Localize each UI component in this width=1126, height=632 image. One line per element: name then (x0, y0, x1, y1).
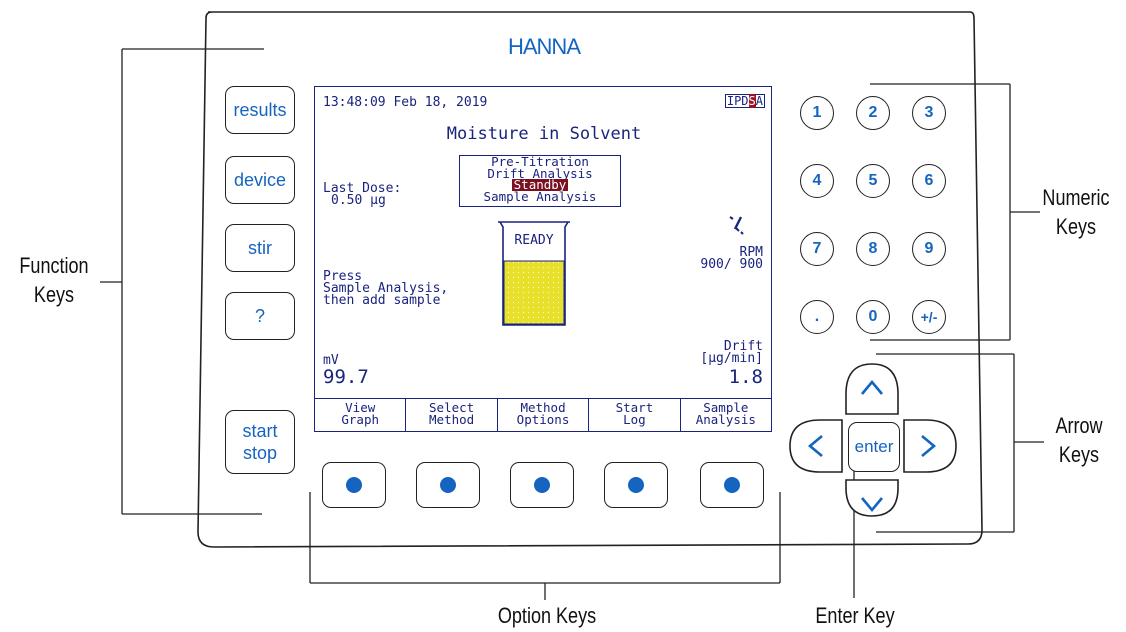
softkey-start-log: Start Log (588, 399, 679, 431)
mode-drift-analysis: Drift Analysis (487, 165, 593, 181)
last-dose-label: Last Dose: (323, 181, 402, 196)
stirrer-icon (729, 216, 744, 235)
rpm-value: 900/ 900 (700, 257, 763, 272)
indicator-prefix: IPD (726, 94, 749, 108)
left-arrow-button[interactable] (789, 419, 843, 473)
drift-label: Drift (723, 339, 763, 354)
numeric-key-3[interactable]: 3 (912, 96, 946, 130)
numeric-key-2[interactable]: 2 (856, 96, 890, 130)
option-keys-callout: Option Keys (497, 603, 597, 628)
chevron-down-icon (861, 497, 883, 513)
function-keys-callout: Function Keys (15, 252, 94, 309)
option-key-5[interactable] (700, 462, 764, 508)
numeric-key-4[interactable]: 4 (800, 164, 834, 198)
softkey-method-options: Method Options (496, 399, 588, 431)
instruction-line-2: Sample Analysis, (323, 281, 449, 296)
stop-label: stop (242, 443, 278, 463)
option-key-2[interactable] (416, 462, 480, 508)
option-key-3[interactable] (510, 462, 574, 508)
mv-value: 99.7 (323, 366, 369, 388)
lcd-title: Moisture in Solvent (446, 124, 642, 144)
callout-line: Numeric (1042, 185, 1110, 210)
up-arrow-button[interactable] (845, 363, 899, 415)
enter-button[interactable]: enter (848, 422, 900, 472)
start-stop-button[interactable]: start stop (225, 410, 295, 474)
softkey-sample-analysis: Sample Analysis (679, 399, 771, 431)
mode-pre-titration: Pre-Titration (491, 154, 589, 169)
option-key-dot (724, 477, 740, 493)
instruction-line-1: Press (323, 269, 363, 284)
callout-line: Keys (1055, 213, 1097, 239)
plus-minus-key[interactable]: +/- (912, 300, 946, 334)
mode-list: Pre-Titration Drift Analysis Standby Sam… (459, 155, 621, 207)
drift-unit: [µg/min] (700, 351, 763, 366)
numeric-key-0[interactable]: 0 (856, 300, 890, 334)
numeric-key-7[interactable]: 7 (800, 232, 834, 266)
arrow-keys-callout: Arrow Keys (1042, 412, 1116, 469)
results-button[interactable]: results (225, 86, 295, 134)
callout-line: Function (19, 253, 89, 278)
instruction-line-3: then add sample (323, 293, 441, 308)
indicator-highlight: S (748, 94, 756, 108)
option-key-dot (534, 477, 550, 493)
lcd-screen: 13:48:09 Feb 18, 2019 IPDSA Moisture in … (314, 86, 772, 432)
numeric-key-8[interactable]: 8 (856, 232, 890, 266)
numeric-key-1[interactable]: 1 (800, 96, 834, 130)
start-label: start (242, 420, 278, 441)
callout-line: Keys (33, 281, 75, 307)
option-key-dot (346, 477, 362, 493)
help-button[interactable]: ? (225, 292, 295, 340)
indicator-suffix: A (755, 94, 763, 108)
softkey-select-method: Select Method (405, 399, 496, 431)
softkey-bar: View Graph Select Method Method Options … (315, 398, 771, 431)
numeric-keys-callout: Numeric Keys (1038, 184, 1113, 241)
last-dose-value: 0.50 µg (331, 193, 386, 208)
enter-key-callout: Enter Key (815, 603, 895, 628)
chevron-up-icon (861, 379, 883, 395)
option-key-dot (440, 477, 456, 493)
mode-sample-analysis: Sample Analysis (483, 188, 597, 204)
drift-value: 1.8 (728, 366, 763, 388)
decimal-point-key[interactable]: . (800, 300, 834, 334)
numeric-key-6[interactable]: 6 (912, 164, 946, 198)
callout-line: Arrow (1055, 413, 1103, 438)
arrow-keypad (789, 363, 957, 517)
mode-standby-selected: Standby (511, 177, 569, 192)
numeric-key-9[interactable]: 9 (912, 232, 946, 266)
beaker-status: READY (514, 233, 554, 248)
rpm-label: RPM (739, 245, 763, 260)
stir-button[interactable]: stir (225, 224, 295, 272)
right-arrow-button[interactable] (903, 419, 957, 473)
option-key-dot (628, 477, 644, 493)
beaker-icon (498, 221, 570, 326)
softkey-view-graph: View Graph (341, 400, 380, 427)
numeric-key-5[interactable]: 5 (856, 164, 890, 198)
option-key-4[interactable] (604, 462, 668, 508)
callout-line: Keys (1058, 441, 1100, 467)
chevron-left-icon (807, 435, 823, 457)
down-arrow-button[interactable] (845, 479, 899, 517)
lcd-indicator: IPDSA (724, 94, 765, 108)
chevron-right-icon (921, 435, 937, 457)
device-button[interactable]: device (225, 156, 295, 204)
device-outline (197, 11, 983, 548)
brand-logo: HANNA (507, 34, 581, 59)
option-key-1[interactable] (322, 462, 386, 508)
mv-label: mV (323, 353, 339, 368)
lcd-datetime: 13:48:09 Feb 18, 2019 (323, 95, 488, 110)
